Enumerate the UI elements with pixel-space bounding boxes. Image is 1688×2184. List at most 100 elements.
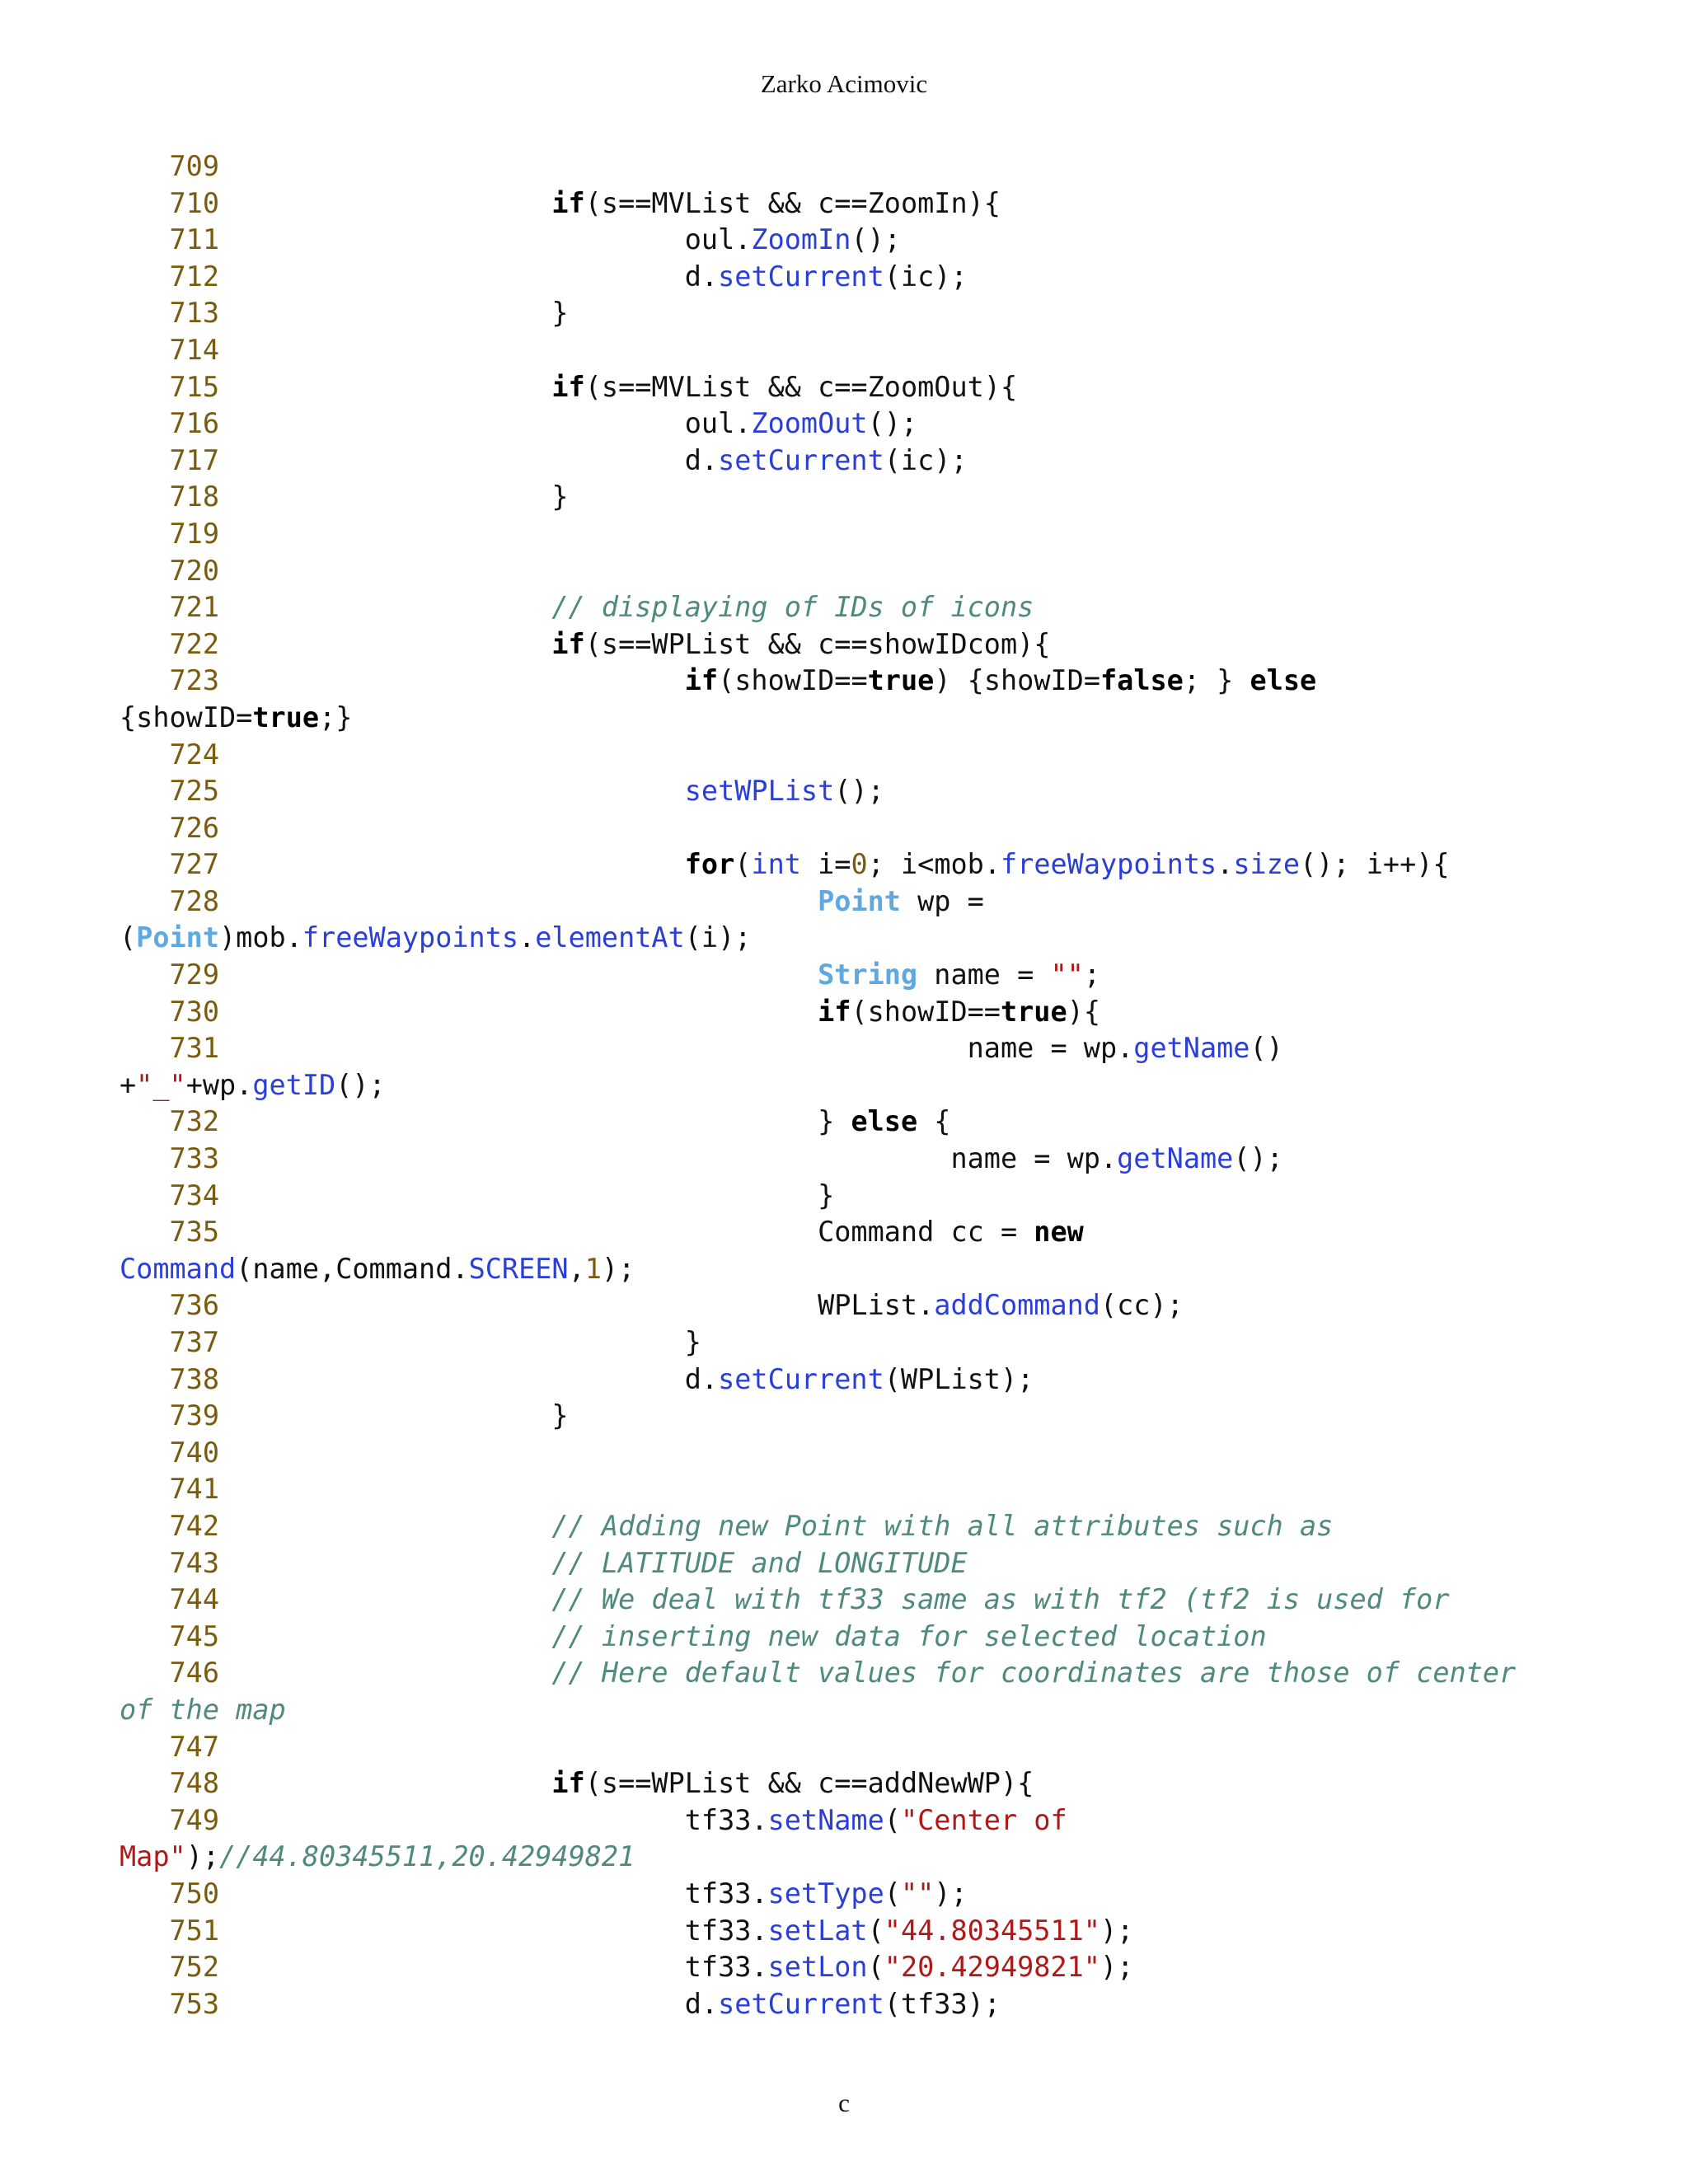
code-text: );: [1100, 1951, 1134, 1984]
code-comment: of the map: [120, 1693, 286, 1726]
code-line: 743 // LATITUDE and LONGITUDE: [120, 1545, 1686, 1582]
line-number: 715: [120, 370, 220, 403]
code-text: tf33.: [219, 1803, 768, 1836]
code-text: [219, 1583, 551, 1615]
code-text: {showID=: [120, 701, 253, 733]
code-text: tf33.: [219, 1877, 768, 1910]
code-text: ();: [851, 223, 901, 256]
code-text: }: [219, 1105, 851, 1138]
code-identifier: setLat: [767, 1914, 868, 1947]
line-number: 732: [120, 1105, 220, 1138]
code-line: 726: [120, 810, 1686, 847]
line-number: 741: [120, 1473, 220, 1506]
code-text: [219, 958, 818, 991]
code-text: wp =: [900, 884, 984, 917]
code-text: oul.: [219, 223, 752, 256]
code-number-literal: 1: [584, 1252, 602, 1285]
code-keyword: if: [684, 664, 719, 697]
code-line: 749 tf33.setName("Center of: [120, 1802, 1686, 1840]
line-number: 726: [120, 811, 220, 844]
code-text: +: [120, 1068, 137, 1101]
line-number: 748: [120, 1767, 220, 1800]
line-number: 740: [120, 1436, 220, 1469]
code-text: (): [1250, 1032, 1283, 1065]
code-text: ;}: [319, 701, 353, 733]
code-text: (s==MVList && c==ZoomOut){: [584, 370, 1018, 403]
line-number: 750: [120, 1877, 220, 1910]
code-string-literal: "20.42949821": [884, 1951, 1100, 1984]
code-line: 713 }: [120, 295, 1686, 332]
code-text: [219, 996, 818, 1028]
code-line: 739 }: [120, 1398, 1686, 1435]
code-identifier: setCurrent: [718, 1987, 884, 2020]
code-text: [219, 1657, 551, 1689]
code-text: i=: [800, 848, 851, 881]
code-text: );: [185, 1840, 220, 1873]
code-keyword: new: [1034, 1216, 1084, 1249]
code-text: ();: [1233, 1142, 1283, 1175]
code-text: WPList.: [219, 1289, 935, 1322]
code-line: {showID=true;}: [120, 700, 1686, 737]
code-text: .: [1217, 848, 1234, 881]
code-text: d.: [219, 1362, 719, 1395]
code-text: (: [120, 921, 137, 954]
code-line: 714: [120, 332, 1686, 369]
code-line: 753 d.setCurrent(tf33);: [120, 1986, 1686, 2023]
line-number: 728: [120, 884, 220, 917]
code-identifier: freeWaypoints: [302, 921, 519, 954]
line-number: 731: [120, 1032, 220, 1065]
line-number: 719: [120, 517, 220, 550]
code-line: 733 name = wp.getName();: [120, 1141, 1686, 1178]
code-line: 747: [120, 1729, 1686, 1766]
code-text: oul.: [219, 407, 752, 440]
code-line: 717 d.setCurrent(ic);: [120, 443, 1686, 480]
code-identifier: setType: [767, 1877, 884, 1910]
code-number-literal: 0: [851, 848, 868, 881]
code-text: tf33.: [219, 1914, 768, 1947]
code-text: d.: [219, 260, 719, 293]
code-text: ();: [867, 407, 918, 440]
code-identifier: setWPList: [684, 775, 835, 808]
code-identifier: getName: [1133, 1032, 1250, 1065]
code-line: 737 }: [120, 1324, 1686, 1361]
line-number: 722: [120, 627, 220, 660]
line-number: 738: [120, 1362, 220, 1395]
code-text: ; }: [1183, 664, 1250, 697]
line-number: 742: [120, 1509, 220, 1542]
code-keyword: else: [1250, 664, 1317, 697]
line-number: 734: [120, 1179, 220, 1212]
code-comment: // We deal with tf33 same as with tf2 (t…: [551, 1583, 1450, 1616]
line-number: 747: [120, 1730, 220, 1763]
code-keyword: if: [551, 1767, 585, 1800]
code-identifier: addCommand: [934, 1289, 1100, 1322]
code-keyword: if: [551, 186, 585, 219]
code-text: ,: [568, 1252, 585, 1285]
code-text: ){: [1067, 995, 1100, 1028]
code-text: (s==WPList && c==showIDcom){: [584, 627, 1051, 660]
code-string-literal: "_": [136, 1068, 186, 1101]
code-text: [219, 371, 551, 403]
line-number: 725: [120, 775, 220, 808]
code-keyword: true: [1000, 995, 1067, 1028]
code-line: 752 tf33.setLon("20.42949821");: [120, 1949, 1686, 1986]
code-text: (ic);: [884, 443, 968, 476]
code-line: 732 } else {: [120, 1104, 1686, 1141]
line-number: 730: [120, 995, 220, 1028]
code-line: 734 }: [120, 1178, 1686, 1215]
code-text: );: [601, 1252, 635, 1285]
code-text: name = wp.: [219, 1142, 1118, 1175]
code-text: }: [219, 297, 569, 330]
code-string-literal: "44.80345511": [884, 1914, 1100, 1947]
code-text: (s==WPList && c==addNewWP){: [584, 1767, 1034, 1800]
line-number: 716: [120, 407, 220, 440]
line-number: 712: [120, 260, 220, 293]
line-number: 745: [120, 1619, 220, 1652]
code-text: }: [219, 1326, 701, 1358]
code-identifier: getID: [252, 1068, 336, 1101]
code-keyword: true: [867, 664, 935, 697]
code-line: 746 // Here default values for coordinat…: [120, 1655, 1686, 1692]
line-number: 709: [120, 150, 220, 182]
line-number: 743: [120, 1546, 220, 1579]
code-line: 742 // Adding new Point with all attribu…: [120, 1508, 1686, 1545]
code-text: .: [518, 921, 536, 954]
